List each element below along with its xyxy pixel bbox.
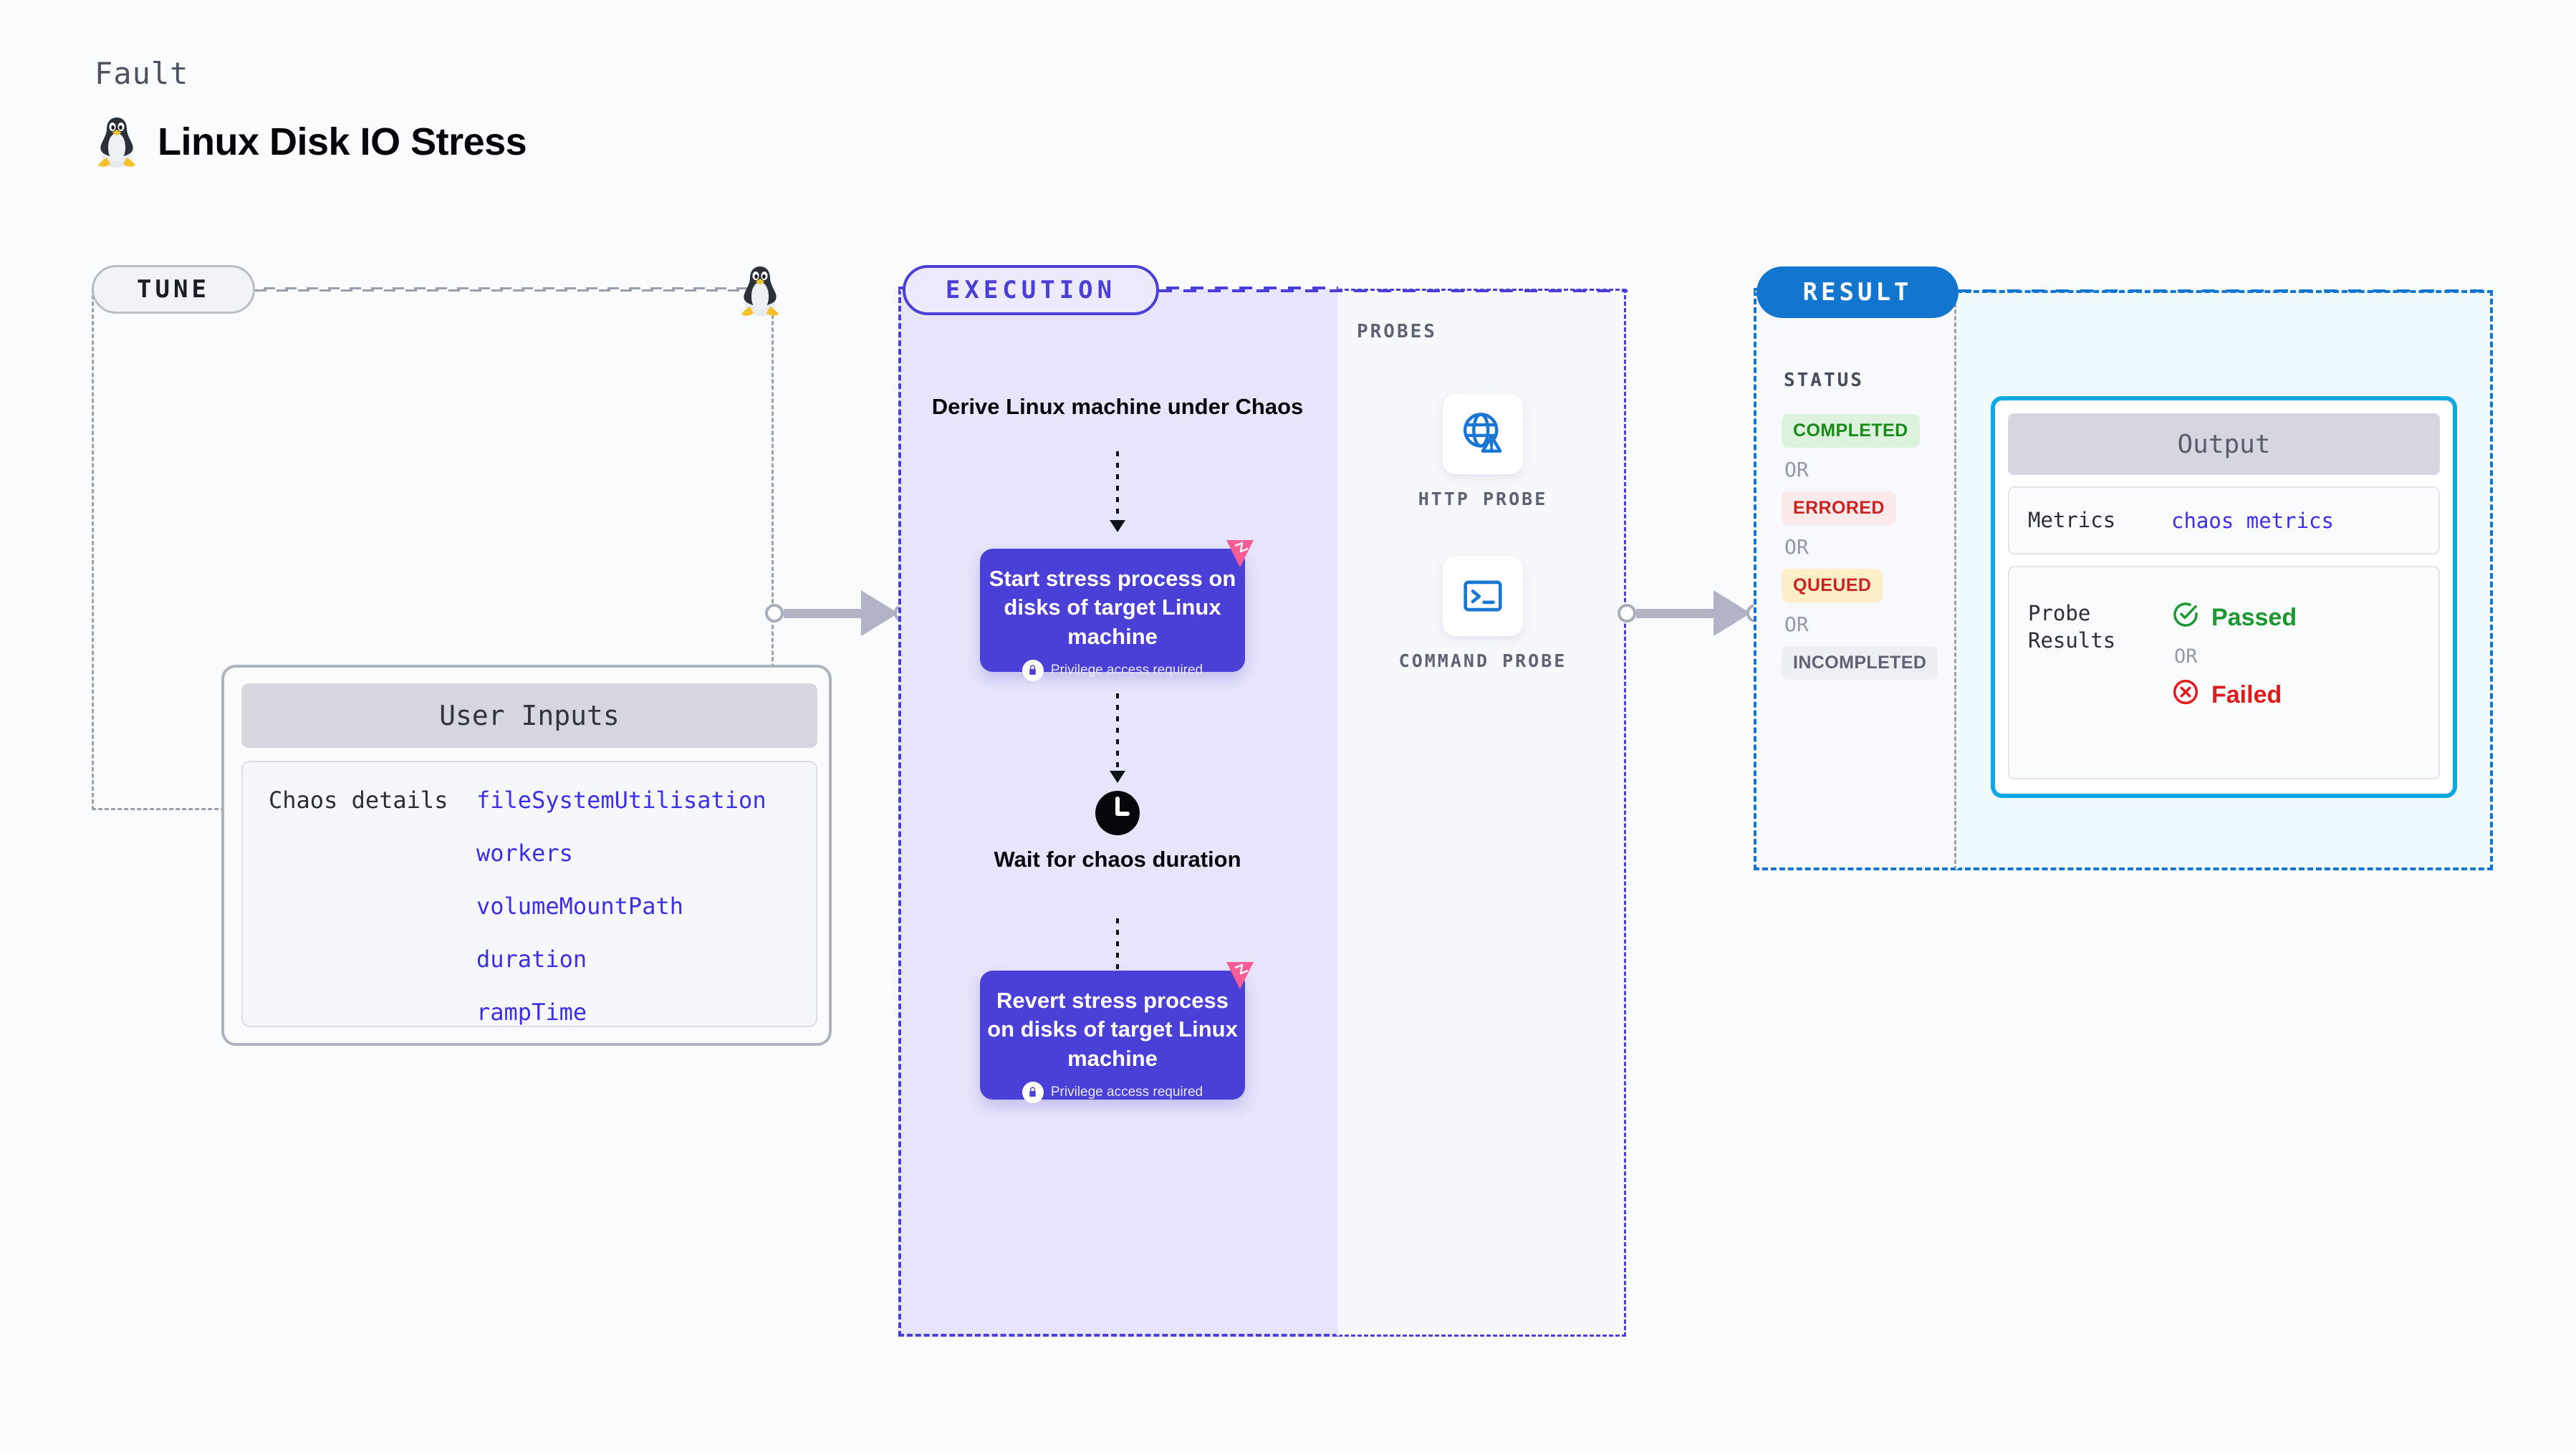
status-or: OR [1784, 535, 1809, 559]
result-badge[interactable]: RESULT [1756, 266, 1959, 318]
execution-badge[interactable]: EXECUTION [903, 265, 1159, 315]
probe-outcome-label: Failed [2211, 681, 2282, 708]
status-or: OR [1784, 612, 1809, 636]
page-kicker: Fault [95, 56, 189, 91]
chaos-details-box: Chaos details fileSystemUtilisation work… [241, 761, 817, 1027]
connector-line [784, 608, 862, 618]
metrics-row: Metrics chaos metrics [2008, 486, 2440, 554]
tune-link-dashed-line [255, 289, 765, 292]
check-circle-icon [2171, 600, 2200, 635]
connector-tune-to-execution [765, 590, 913, 636]
probe-command[interactable]: COMMAND PROBE [1375, 556, 1590, 673]
status-list: COMPLETED OR ERRORED OR QUEUED OR INCOMP… [1782, 414, 1961, 680]
privilege-note-text: Privilege access required [1050, 662, 1203, 678]
chaos-param[interactable]: duration [476, 946, 587, 973]
lock-icon [1022, 659, 1044, 681]
tune-top-border [92, 287, 774, 289]
chaos-param[interactable]: volumeMountPath [476, 893, 683, 920]
flow-arrowhead [1110, 771, 1125, 783]
globe-warning-icon [1443, 394, 1523, 474]
flow-arrowhead [1110, 520, 1125, 532]
wait-step-label: Wait for chaos duration [994, 847, 1241, 872]
probe-label: HTTP PROBE [1418, 489, 1548, 509]
chaos-flag-icon [1221, 958, 1258, 996]
chaos-param[interactable]: fileSystemUtilisation [476, 787, 766, 814]
connector-start-dot [765, 604, 784, 622]
status-badge-queued: QUEUED [1782, 569, 1883, 602]
probe-outcome-failed: Failed [2171, 678, 2297, 713]
connector-arrowhead [1714, 590, 1751, 636]
output-title: Output [2008, 413, 2440, 475]
flow-connector [1116, 451, 1119, 521]
privilege-note: Privilege access required [980, 659, 1245, 681]
tune-badge[interactable]: TUNE [92, 265, 255, 314]
clock-icon [1094, 789, 1141, 840]
chaos-params-list: fileSystemUtilisation workers volumeMoun… [476, 787, 766, 1026]
connector-line [1636, 608, 1715, 618]
probes-title: PROBES [1357, 321, 1437, 342]
tune-panel: User Inputs Chaos details fileSystemUtil… [92, 289, 832, 1046]
flow-connector [1116, 918, 1119, 987]
execution-node-start[interactable]: Start stress process on disks of target … [980, 540, 1254, 681]
status-badge-completed: COMPLETED [1782, 414, 1920, 448]
probe-outcome-passed: Passed [2171, 600, 2297, 635]
chaos-param[interactable]: rampTime [476, 999, 587, 1026]
status-or: OR [1784, 458, 1809, 481]
lock-icon [1022, 1081, 1044, 1103]
terminal-icon [1443, 556, 1523, 636]
connector-arrowhead [861, 590, 898, 636]
result-link-dashed-line [1959, 289, 2494, 292]
status-badge-incompleted: INCOMPLETED [1782, 646, 1938, 680]
connector-start-dot [1618, 604, 1636, 622]
execution-node-title: Start stress process on disks of target … [989, 566, 1236, 649]
tux-penguin-icon [95, 115, 139, 169]
execution-node-revert[interactable]: Revert stress process on disks of target… [980, 962, 1254, 1103]
metrics-value[interactable]: chaos metrics [2171, 508, 2334, 533]
connector-execution-to-result [1618, 590, 1765, 636]
tune-card: User Inputs Chaos details fileSystemUtil… [221, 665, 832, 1046]
x-circle-icon [2171, 678, 2200, 713]
tux-penguin-icon-marker [738, 264, 782, 322]
probe-label: COMMAND PROBE [1398, 650, 1567, 671]
page-title-row: Linux Disk IO Stress [95, 115, 527, 169]
chaos-details-label: Chaos details [269, 787, 448, 814]
chaos-flag-icon [1221, 536, 1258, 574]
chaos-param[interactable]: workers [476, 840, 573, 867]
derive-step-label: Derive Linux machine under Chaos [931, 394, 1304, 419]
flow-connector [1116, 693, 1119, 772]
privilege-note-text: Privilege access required [1050, 1084, 1203, 1100]
probe-http[interactable]: HTTP PROBE [1375, 394, 1590, 511]
probe-outcomes: Passed OR Failed [2171, 600, 2297, 778]
status-title: STATUS [1784, 370, 1864, 391]
status-badge-errored: ERRORED [1782, 491, 1896, 525]
execution-link-dashed-line [1159, 289, 1628, 292]
privilege-note: Privilege access required [980, 1081, 1245, 1103]
probe-outcome-label: Passed [2211, 604, 2297, 631]
probe-outcome-or: OR [2174, 645, 2198, 668]
user-inputs-title: User Inputs [241, 683, 817, 748]
page-title: Linux Disk IO Stress [158, 120, 527, 163]
execution-node-title: Revert stress process on disks of target… [987, 988, 1238, 1071]
metrics-key: Metrics [2028, 507, 2116, 532]
